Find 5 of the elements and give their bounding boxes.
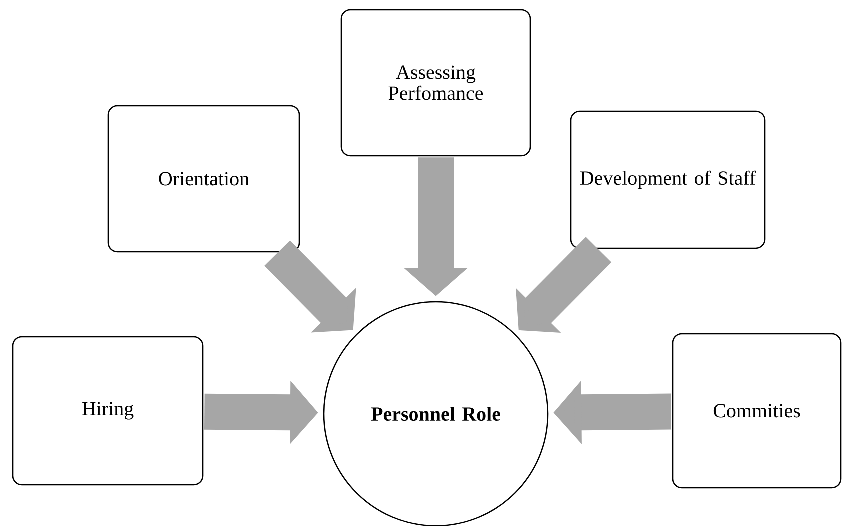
process-box: Commities xyxy=(672,333,842,489)
process-box: Assessing Perfomance xyxy=(340,9,532,157)
process-box: Orientation xyxy=(108,105,300,253)
process-box: Development of Staff xyxy=(570,110,766,250)
process-box: Hiring xyxy=(12,336,204,486)
